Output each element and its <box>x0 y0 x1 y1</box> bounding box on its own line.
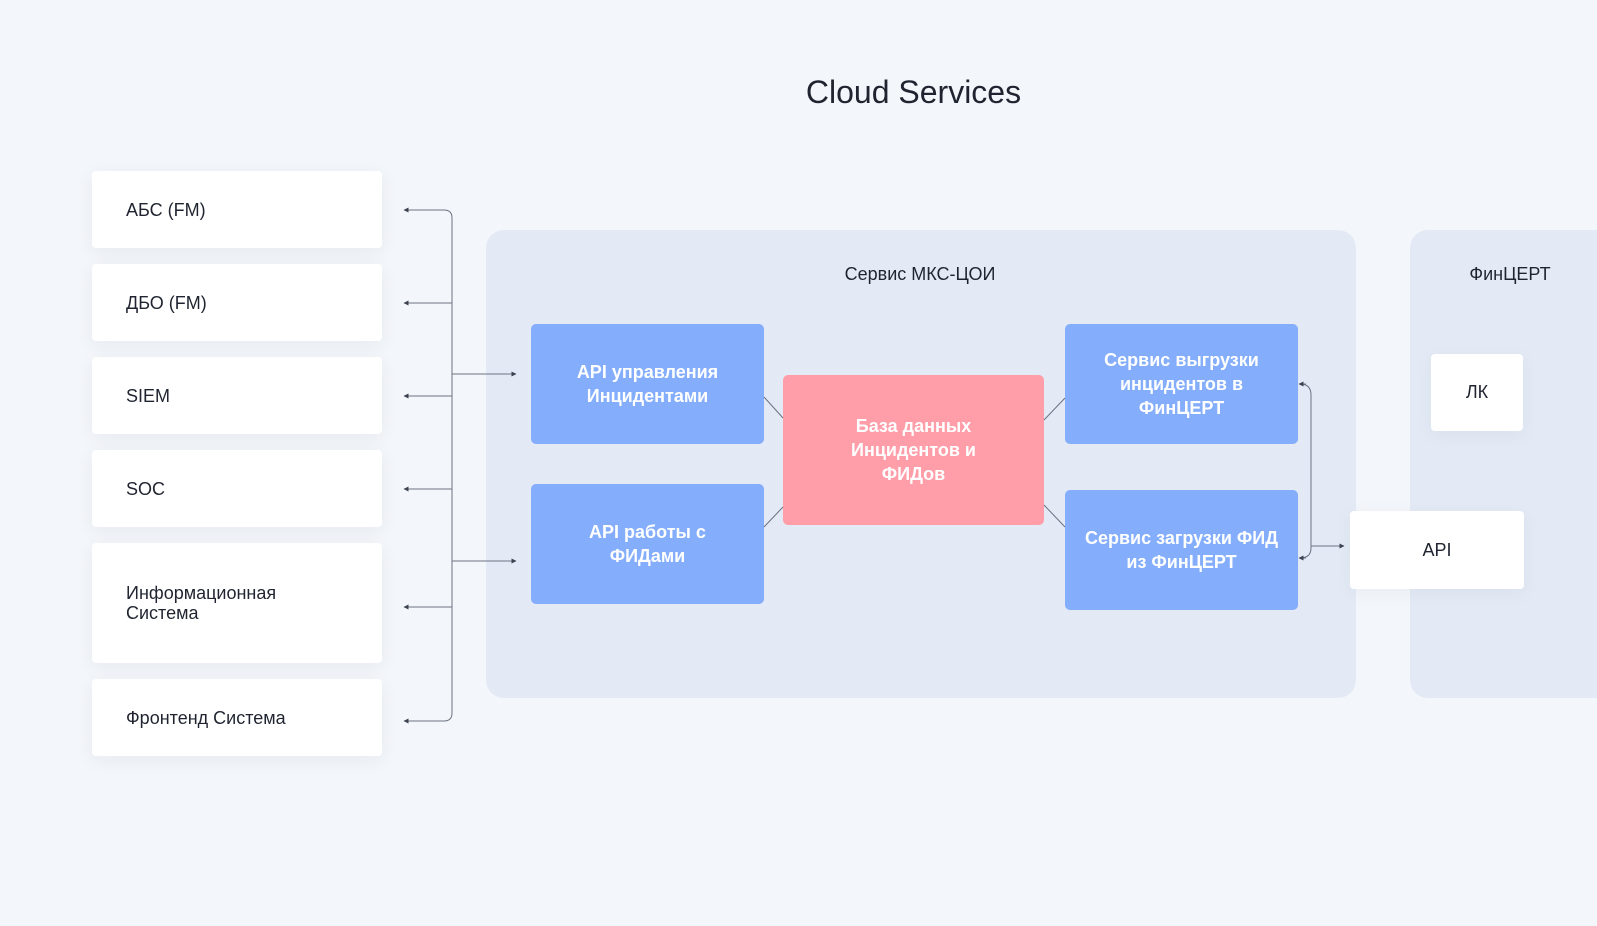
client-info-system: Информационная Система <box>92 543 382 663</box>
client-frontend-system: Фронтенд Система <box>92 679 382 756</box>
client-bus-line <box>404 209 453 722</box>
client-abs: АБС (FM) <box>92 171 382 248</box>
fincert-lk-box: ЛК <box>1431 354 1523 431</box>
client-dbo: ДБО (FM) <box>92 264 382 341</box>
import-service-box: Сервис загрузки ФИД из ФинЦЕРТ <box>1065 490 1298 610</box>
fincert-api-box: API <box>1350 511 1524 589</box>
client-soc: SOC <box>92 450 382 527</box>
api-incidents-box: API управления Инцидентами <box>531 324 764 444</box>
mks-service-title: Сервис МКС-ЦОИ <box>844 264 996 284</box>
database-box: База данных Инцидентов и ФИДов <box>783 375 1044 525</box>
fincert-panel <box>1410 230 1597 698</box>
api-feeds-box: API работы с ФИДами <box>531 484 764 604</box>
diagram-title: Cloud Services <box>805 74 1022 110</box>
client-siem: SIEM <box>92 357 382 434</box>
fincert-title: ФинЦЕРТ <box>1469 264 1551 284</box>
export-service-box: Сервис выгрузки инцидентов в ФинЦЕРТ <box>1065 324 1298 444</box>
